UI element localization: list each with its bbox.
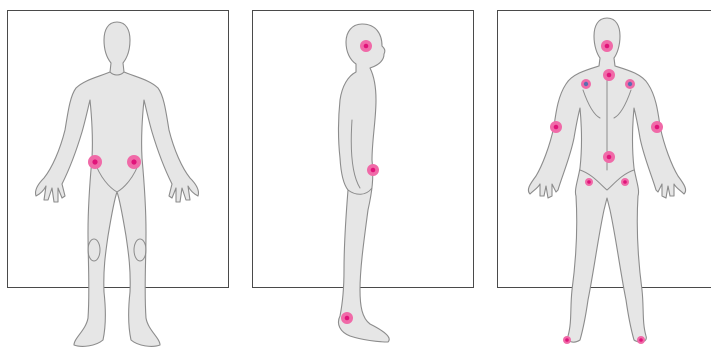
marker-back-neck	[601, 40, 613, 52]
marker-back-right-elbow	[651, 121, 663, 133]
marker-front-right-hip	[127, 155, 141, 169]
marker-back-right-buttock	[621, 178, 629, 186]
marker-back-left-heel	[563, 336, 571, 344]
marker-side-ankle	[341, 312, 353, 324]
marker-back-right-shoulder	[625, 79, 635, 89]
side-body-figure	[338, 24, 389, 342]
marker-side-hip	[367, 164, 379, 176]
marker-back-left-buttock	[585, 178, 593, 186]
back-body-figure	[528, 18, 685, 342]
marker-back-left-elbow	[550, 121, 562, 133]
marker-back-upper-back	[603, 69, 615, 81]
marker-back-lower-back	[603, 151, 615, 163]
marker-back-right-heel	[637, 336, 645, 344]
marker-front-left-hip	[88, 155, 102, 169]
marker-side-back-of-head	[360, 40, 372, 52]
front-body-figure	[35, 22, 198, 346]
marker-back-left-shoulder	[581, 79, 591, 89]
